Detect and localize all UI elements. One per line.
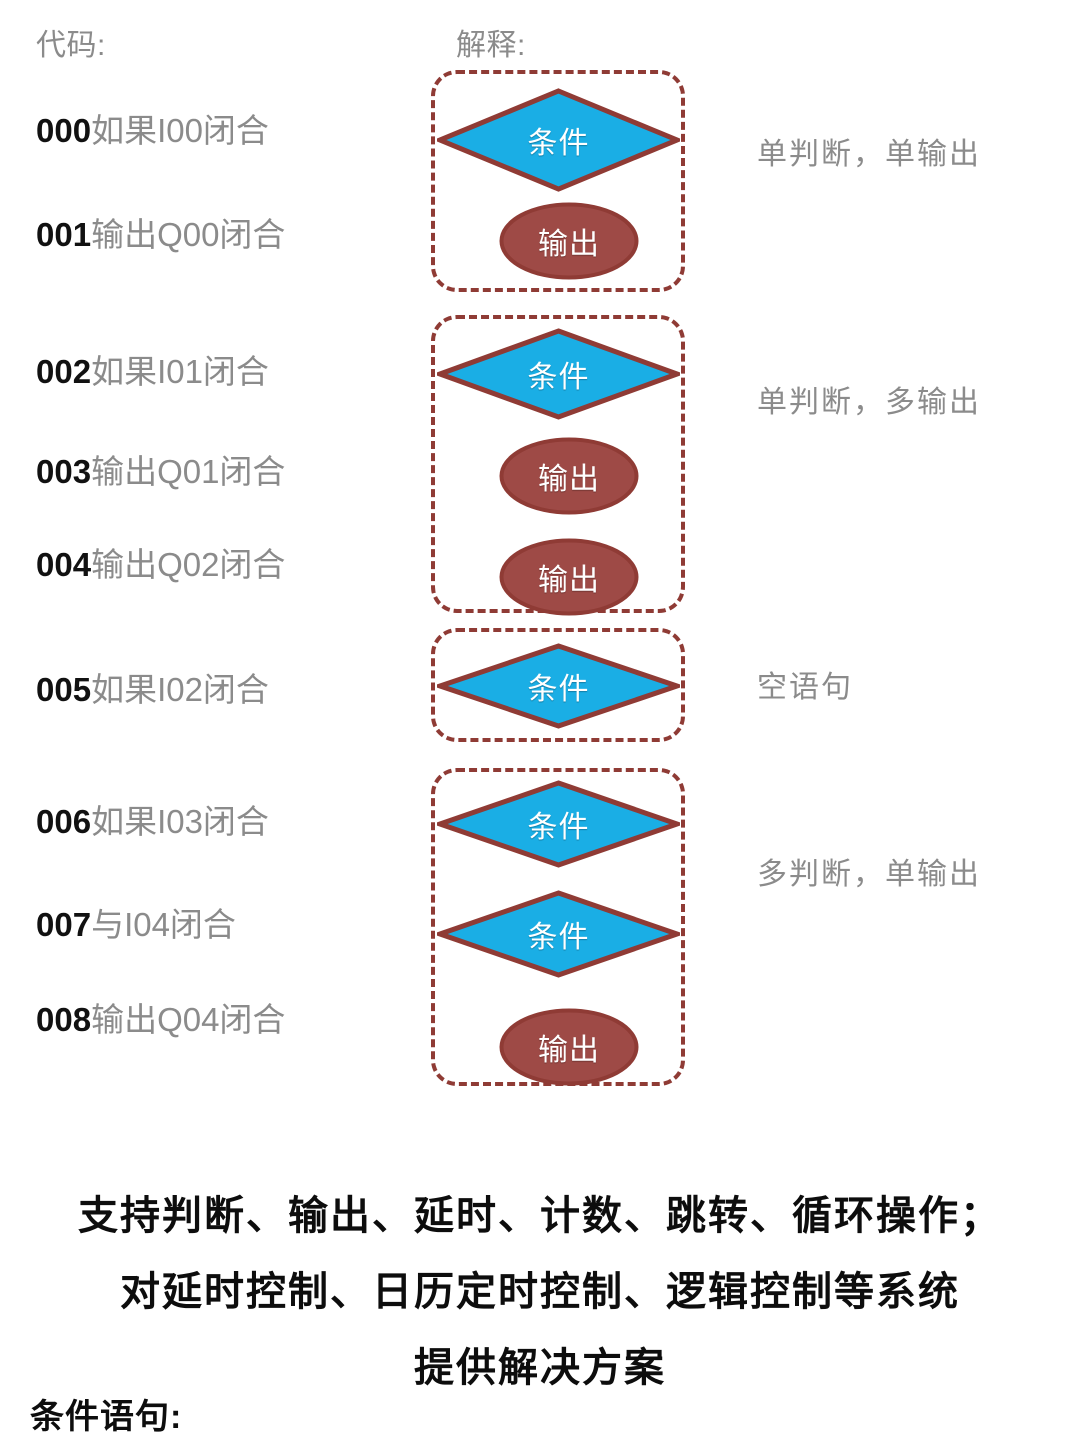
code-line-text: 与I04闭合	[91, 906, 236, 943]
code-line: 008输出Q04闭合	[36, 1003, 285, 1036]
code-line-number: 005	[36, 671, 92, 708]
code-line-text: 输出Q04闭合	[91, 1001, 286, 1038]
output-ellipse[interactable]: 输出	[499, 202, 639, 280]
code-line: 007与I04闭合	[36, 908, 236, 941]
diamond-shape	[437, 890, 680, 978]
code-line-number: 000	[36, 112, 92, 149]
code-line-number: 004	[36, 546, 92, 583]
group-explanation-label: 单判断，单输出	[757, 138, 981, 171]
code-line-text: 如果I03闭合	[91, 803, 269, 840]
ellipse-shape	[499, 538, 639, 616]
diamond-shape	[437, 328, 680, 420]
code-line-number: 006	[36, 803, 92, 840]
explanation-column-header: 解释:	[456, 29, 526, 62]
code-line: 005如果I02闭合	[36, 673, 269, 706]
code-line-text: 如果I01闭合	[91, 353, 269, 390]
condition-diamond[interactable]: 条件	[437, 88, 680, 192]
output-ellipse[interactable]: 输出	[499, 538, 639, 616]
code-line: 006如果I03闭合	[36, 805, 269, 838]
group-explanation-label: 空语句	[757, 671, 853, 704]
conditional-statement-heading: 条件语句:	[30, 1398, 183, 1436]
output-ellipse[interactable]: 输出	[499, 1008, 639, 1086]
group-dashed-box	[431, 628, 685, 742]
code-line: 002如果I01闭合	[36, 355, 269, 388]
code-line-text: 如果I02闭合	[91, 671, 269, 708]
code-line: 003输出Q01闭合	[36, 455, 285, 488]
description-line: 提供解决方案	[414, 1346, 666, 1390]
diamond-shape	[437, 643, 680, 729]
code-line: 000如果I00闭合	[36, 114, 269, 147]
code-line-text: 输出Q00闭合	[91, 216, 286, 253]
code-line-number: 007	[36, 906, 92, 943]
ellipse-shape	[499, 202, 639, 280]
description-line: 支持判断、输出、延时、计数、跳转、循环操作；	[78, 1194, 1002, 1238]
code-line-number: 008	[36, 1001, 92, 1038]
condition-diamond[interactable]: 条件	[437, 328, 680, 420]
condition-diamond[interactable]: 条件	[437, 890, 680, 978]
code-column-header: 代码:	[36, 29, 106, 62]
code-line-text: 输出Q02闭合	[91, 546, 286, 583]
ellipse-shape	[499, 1008, 639, 1086]
group-explanation-label: 单判断，多输出	[757, 386, 981, 419]
diamond-shape	[437, 88, 680, 192]
description-line: 对延时控制、日历定时控制、逻辑控制等系统	[120, 1270, 960, 1314]
condition-diamond[interactable]: 条件	[437, 780, 680, 868]
ellipse-shape	[499, 437, 639, 515]
condition-diamond[interactable]: 条件	[437, 643, 680, 729]
code-line: 001输出Q00闭合	[36, 218, 285, 251]
code-line-text: 如果I00闭合	[91, 112, 269, 149]
code-line-text: 输出Q01闭合	[91, 453, 286, 490]
code-line: 004输出Q02闭合	[36, 548, 285, 581]
code-line-number: 002	[36, 353, 92, 390]
diamond-shape	[437, 780, 680, 868]
group-dashed-box	[431, 70, 685, 292]
code-line-number: 003	[36, 453, 92, 490]
output-ellipse[interactable]: 输出	[499, 437, 639, 515]
group-explanation-label: 多判断，单输出	[757, 858, 981, 891]
code-line-number: 001	[36, 216, 92, 253]
